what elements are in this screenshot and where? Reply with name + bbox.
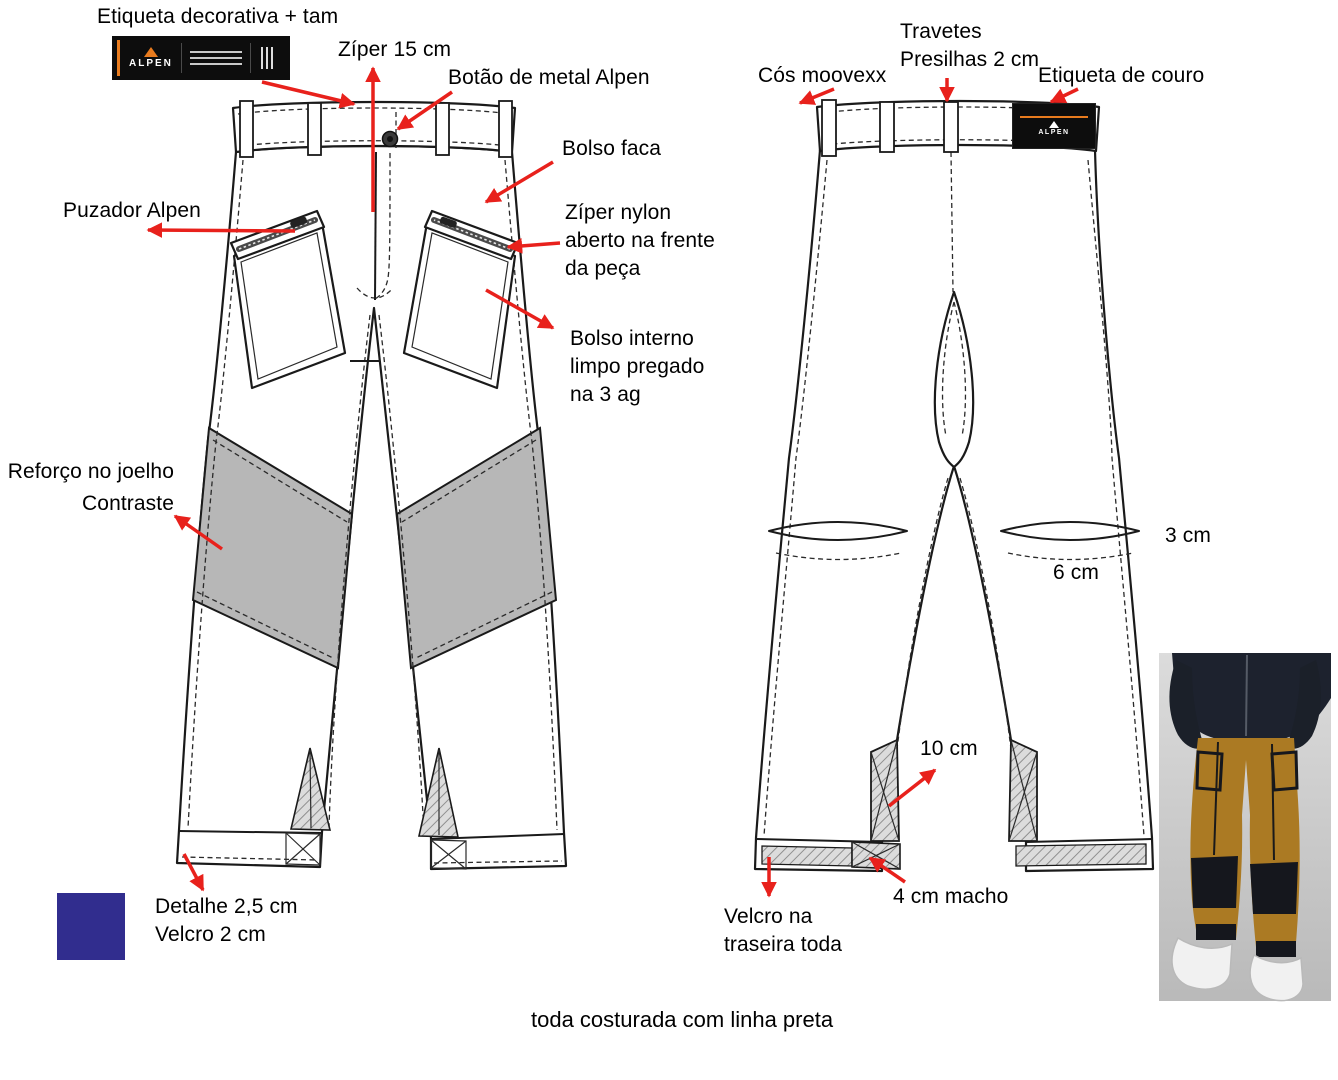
alpen-triangle-icon (143, 47, 158, 57)
center-front-line (374, 151, 377, 301)
annotation-detalhe-velcro: Detalhe 2,5 cm Velcro 2 cm (155, 895, 298, 947)
annotation-10cm: 10 cm (920, 737, 978, 760)
knee-articulation-left (768, 521, 908, 561)
annotation-3cm: 3 cm (1165, 524, 1211, 547)
arrow-reforco-joelho (173, 514, 224, 551)
front-pocket-left (229, 209, 347, 390)
arrow-etiqueta-decorativa (261, 80, 356, 109)
back-velcro-right (1015, 843, 1147, 867)
alpen-triangle-icon (1048, 121, 1059, 128)
annotation-6cm: 6 cm (1053, 561, 1099, 584)
annotation-ziper-15cm: Zíper 15 cm (338, 38, 452, 61)
fly-stitch (374, 152, 391, 300)
knee-panel-right (395, 426, 558, 670)
arrow-bolso-faca (484, 160, 554, 204)
back-belt-loops (821, 99, 959, 157)
pants-back-drawing (753, 99, 1155, 873)
annotation-4cm-macho: 4 cm macho (893, 885, 1009, 908)
label-orange-stripe (117, 40, 120, 76)
annotation-puzador-alpen: Puzador Alpen (63, 199, 201, 222)
pants-front-drawing (175, 100, 568, 871)
alpen-logo: ALPEN (129, 47, 173, 69)
zipper-pull-right (439, 216, 457, 228)
back-body (753, 142, 1155, 873)
arrow-bolso-interno (485, 288, 555, 330)
arrow-cos-moovexx (798, 87, 835, 105)
leather-label: ALPEN (1012, 103, 1096, 149)
arrow-etiqueta-couro (1049, 87, 1079, 104)
annotation-ziper-nylon: Zíper nylon aberto na frente da peça (565, 201, 715, 281)
alpen-logo-small: ALPEN (1038, 121, 1069, 136)
back-velcro-left (761, 845, 853, 867)
brand-name: ALPEN (1038, 129, 1070, 136)
knee-panel-left (191, 426, 354, 670)
annotation-etiqueta-decorativa: Etiqueta decorativa + tam (97, 5, 339, 28)
annotation-bolso-interno: Bolso interno limpo pregado na 3 ag (570, 327, 705, 407)
annotation-travetes-presilhas: Travetes Presilhas 2 cm (900, 20, 1040, 72)
label-fine-print (189, 47, 242, 69)
photo-jacket (1172, 653, 1331, 740)
annotation-cos-moovexx: Cós moovexx (758, 64, 887, 87)
front-belt-loops (239, 100, 513, 158)
model-photo (1159, 653, 1331, 1002)
arrow-puzador (146, 222, 296, 238)
annotation-velcro-traseira: Velcro na traseira toda (724, 905, 843, 957)
color-swatch-blue (57, 893, 125, 960)
brand-name: ALPEN (129, 58, 173, 69)
annotation-botao-metal: Botão de metal Alpen (448, 66, 650, 89)
annotation-bolso-faca: Bolso faca (562, 137, 662, 160)
annotation-arrows (146, 66, 1079, 898)
label-orange-rule (1020, 116, 1088, 118)
arrow-ziper-nylon (506, 238, 561, 254)
knee-articulation-right (1000, 521, 1140, 561)
footer-note: toda costurada com linha preta (531, 1007, 834, 1032)
label-size-tab (260, 47, 273, 69)
front-pocket-right (402, 209, 520, 390)
arrow-10cm (887, 768, 937, 808)
arrow-4cm-macho (868, 856, 906, 884)
arrow-botao-metal (396, 90, 453, 131)
label-divider (249, 43, 251, 73)
annotation-reforco-joelho: Reforço no joelho Contraste (7, 460, 174, 515)
brand-tag-label: ALPEN (112, 36, 290, 80)
zipper-pull-left (290, 216, 308, 228)
arrow-detalhe-velcro (182, 853, 205, 892)
annotation-etiqueta-couro: Etiqueta de couro (1038, 64, 1205, 87)
label-divider (180, 43, 182, 73)
